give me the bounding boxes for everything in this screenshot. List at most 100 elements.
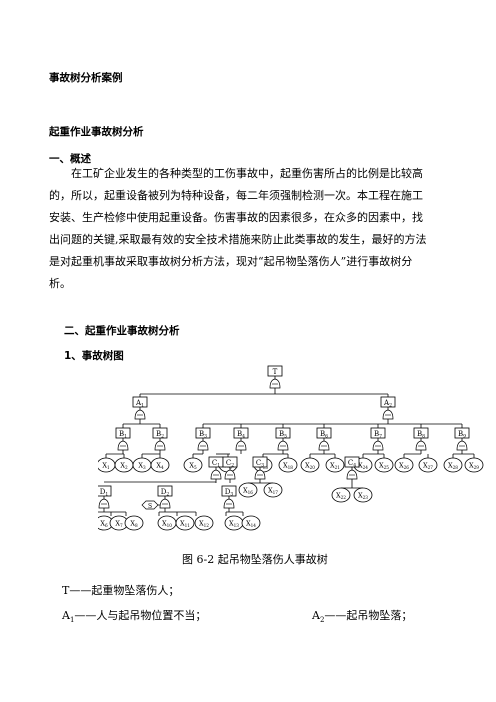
logic-gate bbox=[382, 409, 394, 420]
svg-text:X5: X5 bbox=[189, 462, 197, 471]
basic-event bbox=[263, 482, 283, 498]
logic-gate bbox=[254, 469, 266, 480]
logic-gate bbox=[456, 440, 468, 451]
svg-text:C1: C1 bbox=[212, 459, 220, 469]
basic-event bbox=[300, 457, 320, 473]
svg-text:B8: B8 bbox=[417, 430, 425, 440]
basic-event bbox=[183, 457, 203, 473]
basic-event bbox=[124, 515, 144, 531]
logic-gate bbox=[223, 498, 235, 509]
basic-event bbox=[418, 457, 438, 473]
svg-text:X21: X21 bbox=[330, 462, 340, 471]
heading-overview: 一、概述 bbox=[49, 153, 91, 165]
logic-gate bbox=[197, 440, 209, 451]
paragraph-line: 出问题的关键,采取最有效的安全技术措施来防止此类事故的发生，最好的方法 bbox=[49, 233, 427, 246]
basic-event bbox=[353, 487, 373, 503]
basic-event bbox=[331, 487, 351, 503]
logic-gate bbox=[318, 440, 330, 451]
logic-gate bbox=[235, 440, 247, 451]
svg-text:D2: D2 bbox=[161, 488, 170, 498]
svg-text:T: T bbox=[273, 368, 278, 376]
basic-event bbox=[464, 457, 484, 473]
basic-event bbox=[150, 457, 170, 473]
svg-text:A2: A2 bbox=[383, 399, 392, 409]
svg-text:X14: X14 bbox=[246, 520, 256, 529]
logic-gate bbox=[277, 440, 289, 451]
fault-tree-diagram: TA1A2B1B2B3B4B5B6B7B8B9X1X2X3X4X5X6X15X1… bbox=[98, 365, 484, 531]
svg-text:B7: B7 bbox=[374, 430, 382, 440]
basic-event bbox=[443, 457, 463, 473]
paragraph-line: 析。 bbox=[49, 277, 71, 290]
legend-a-line: A1——人与起吊物位置不当； A2——起吊物坠落； bbox=[62, 607, 462, 624]
svg-text:X10: X10 bbox=[162, 520, 172, 529]
logic-gate bbox=[159, 498, 171, 509]
svg-text:B6: B6 bbox=[320, 430, 328, 440]
svg-text:X23: X23 bbox=[358, 492, 368, 501]
svg-text:X26: X26 bbox=[399, 462, 409, 471]
svg-text:X13: X13 bbox=[229, 520, 239, 529]
basic-event bbox=[278, 457, 298, 473]
svg-text:B4: B4 bbox=[237, 430, 245, 440]
svg-text:C3: C3 bbox=[256, 459, 264, 469]
basic-event bbox=[374, 457, 394, 473]
logic-gate bbox=[98, 498, 110, 509]
logic-gate bbox=[210, 469, 222, 480]
heading-analysis: 二、起重作业事故树分析 bbox=[64, 325, 180, 337]
doc-title: 事故树分析案例 bbox=[49, 72, 123, 84]
logic-gate bbox=[415, 440, 427, 451]
svg-text:A1: A1 bbox=[135, 399, 144, 409]
svg-text:X25: X25 bbox=[379, 462, 389, 471]
logic-gate bbox=[134, 409, 146, 420]
paragraph-line: 的，所以，起重设备被列为特种设备，每二年须强制检测一次。本工程在施工 bbox=[49, 189, 423, 202]
svg-text:X18: X18 bbox=[283, 462, 293, 471]
svg-text:X1: X1 bbox=[102, 462, 110, 471]
svg-text:B5: B5 bbox=[279, 430, 287, 440]
svg-text:X27: X27 bbox=[423, 462, 433, 471]
logic-gate bbox=[224, 469, 236, 480]
svg-text:X6: X6 bbox=[100, 520, 108, 529]
paragraph-line: 安装、生产检修中使用起重设备。伤害事故的因素很多，在众多的因素中，找 bbox=[49, 211, 423, 224]
basic-event bbox=[238, 482, 258, 498]
svg-text:X24: X24 bbox=[358, 462, 368, 471]
svg-text:X8: X8 bbox=[130, 520, 138, 529]
figure-caption: 图 6-2 起吊物坠落伤人事故树 bbox=[182, 553, 328, 566]
overview-paragraph: 在工矿企业发生的各种类型的工伤事故中，起重伤害所占的比例是比较高 的，所以，起重… bbox=[49, 163, 447, 295]
svg-text:X28: X28 bbox=[448, 462, 458, 471]
svg-text:X3: X3 bbox=[138, 462, 146, 471]
svg-text:D3: D3 bbox=[225, 488, 234, 498]
logic-gate bbox=[117, 440, 129, 451]
basic-event bbox=[175, 515, 195, 531]
logic-gate bbox=[346, 469, 358, 480]
svg-text:C2: C2 bbox=[226, 459, 234, 469]
logic-gate bbox=[154, 440, 166, 451]
svg-text:X11: X11 bbox=[180, 520, 190, 529]
paragraph-line: 在工矿企业发生的各种类型的工伤事故中，起重伤害所占的比例是比较高 bbox=[71, 167, 423, 180]
logic-gate bbox=[372, 440, 384, 451]
svg-text:B9: B9 bbox=[458, 430, 466, 440]
basic-event bbox=[241, 515, 261, 531]
svg-text:D1: D1 bbox=[100, 488, 109, 498]
basic-event bbox=[394, 457, 414, 473]
heading-tree-diagram: 1、事故树图 bbox=[64, 350, 124, 362]
svg-text:X16: X16 bbox=[243, 487, 253, 496]
svg-text:X29: X29 bbox=[469, 462, 479, 471]
svg-text:X4: X4 bbox=[156, 462, 164, 471]
section-title: 起重作业事故树分析 bbox=[49, 126, 144, 138]
svg-text:S: S bbox=[148, 503, 152, 510]
svg-text:X20: X20 bbox=[305, 462, 315, 471]
svg-text:B2: B2 bbox=[156, 430, 164, 440]
svg-text:X22: X22 bbox=[336, 492, 346, 501]
svg-text:B1: B1 bbox=[119, 430, 127, 440]
legend-a1: A1——人与起吊物位置不当； bbox=[62, 609, 207, 625]
basic-event bbox=[194, 515, 214, 531]
legend-a2: A2——起吊物坠落； bbox=[312, 609, 413, 625]
svg-text:X7: X7 bbox=[115, 520, 123, 529]
svg-text:X12: X12 bbox=[199, 520, 209, 529]
svg-text:X17: X17 bbox=[268, 487, 278, 496]
logic-gate bbox=[269, 378, 281, 389]
svg-text:B3: B3 bbox=[199, 430, 207, 440]
basic-event bbox=[325, 457, 345, 473]
svg-text:X2: X2 bbox=[120, 462, 128, 471]
paragraph-line: 是对起重机事故采取事故树分析方法，现对“起吊物坠落伤人”进行事故树分 bbox=[49, 255, 413, 268]
legend-t: T——起重物坠落伤人； bbox=[62, 584, 180, 597]
